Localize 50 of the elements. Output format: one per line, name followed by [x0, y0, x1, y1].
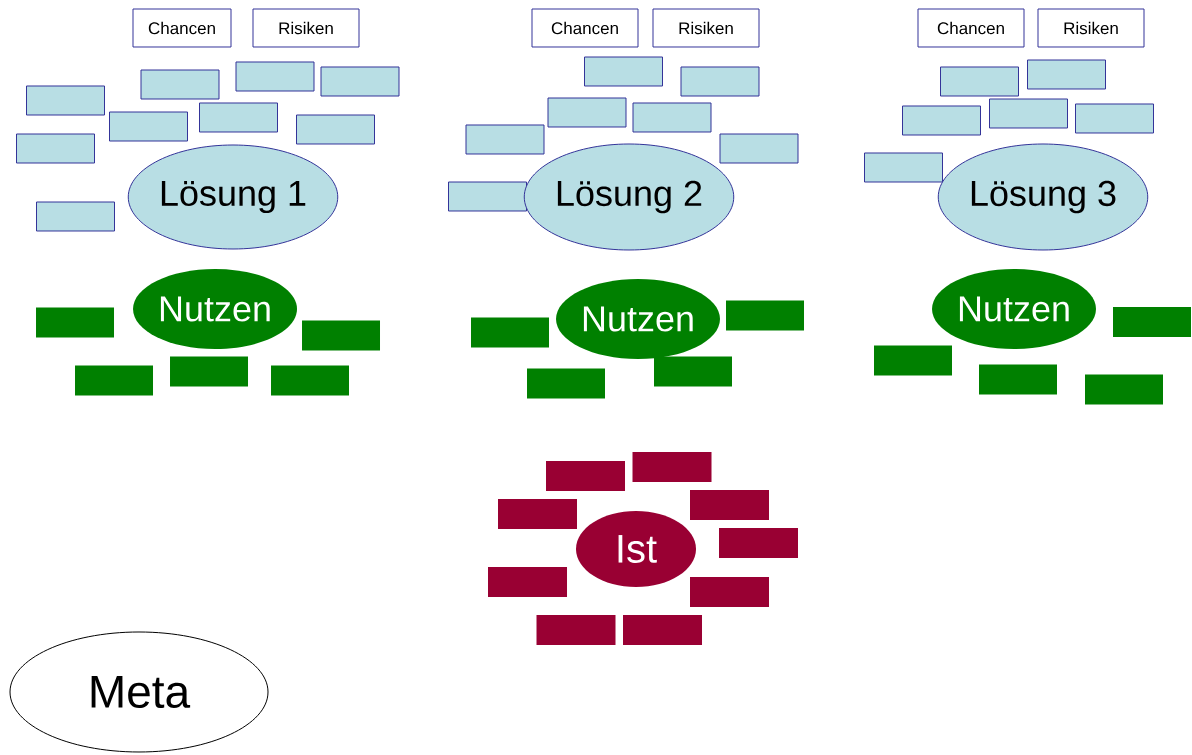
card: [719, 528, 798, 558]
label-box: Chancen: [917, 8, 1025, 48]
card: [527, 368, 605, 399]
label-box: Chancen: [531, 8, 639, 48]
card: [547, 97, 627, 128]
card: [16, 133, 95, 164]
card: [448, 181, 527, 212]
card: [465, 124, 545, 155]
card: [726, 300, 804, 331]
card: [26, 85, 105, 116]
card: [680, 66, 760, 97]
card: [140, 69, 220, 100]
card: [488, 567, 567, 597]
card: [864, 152, 943, 183]
card: [471, 317, 549, 348]
card: [302, 320, 380, 351]
label-box: Chancen: [132, 8, 232, 48]
card: [989, 98, 1068, 129]
card: [690, 490, 769, 520]
label-box: Risiken: [1037, 8, 1145, 48]
card: [536, 615, 616, 645]
card: [36, 201, 115, 232]
card: [632, 102, 712, 133]
card: [1027, 59, 1106, 90]
card: [296, 114, 375, 145]
card: [498, 499, 577, 529]
card: [109, 111, 188, 142]
card: [623, 615, 702, 645]
card: [979, 364, 1057, 395]
card: [690, 577, 769, 607]
card: [546, 461, 625, 491]
card: [874, 345, 952, 376]
card: [584, 56, 663, 87]
card: [1085, 374, 1163, 405]
card: [271, 365, 349, 396]
card: [654, 356, 732, 387]
card: [170, 356, 248, 387]
label-box: Risiken: [252, 8, 360, 48]
card: [1113, 307, 1191, 337]
card: [632, 452, 712, 482]
card: [940, 66, 1019, 97]
card: [235, 61, 315, 92]
card: [36, 307, 114, 338]
card: [320, 66, 400, 97]
card: [75, 365, 153, 396]
card: [902, 105, 981, 136]
label-box: Risiken: [652, 8, 760, 48]
card: [719, 133, 799, 164]
card: [1075, 103, 1154, 134]
card: [199, 102, 278, 133]
